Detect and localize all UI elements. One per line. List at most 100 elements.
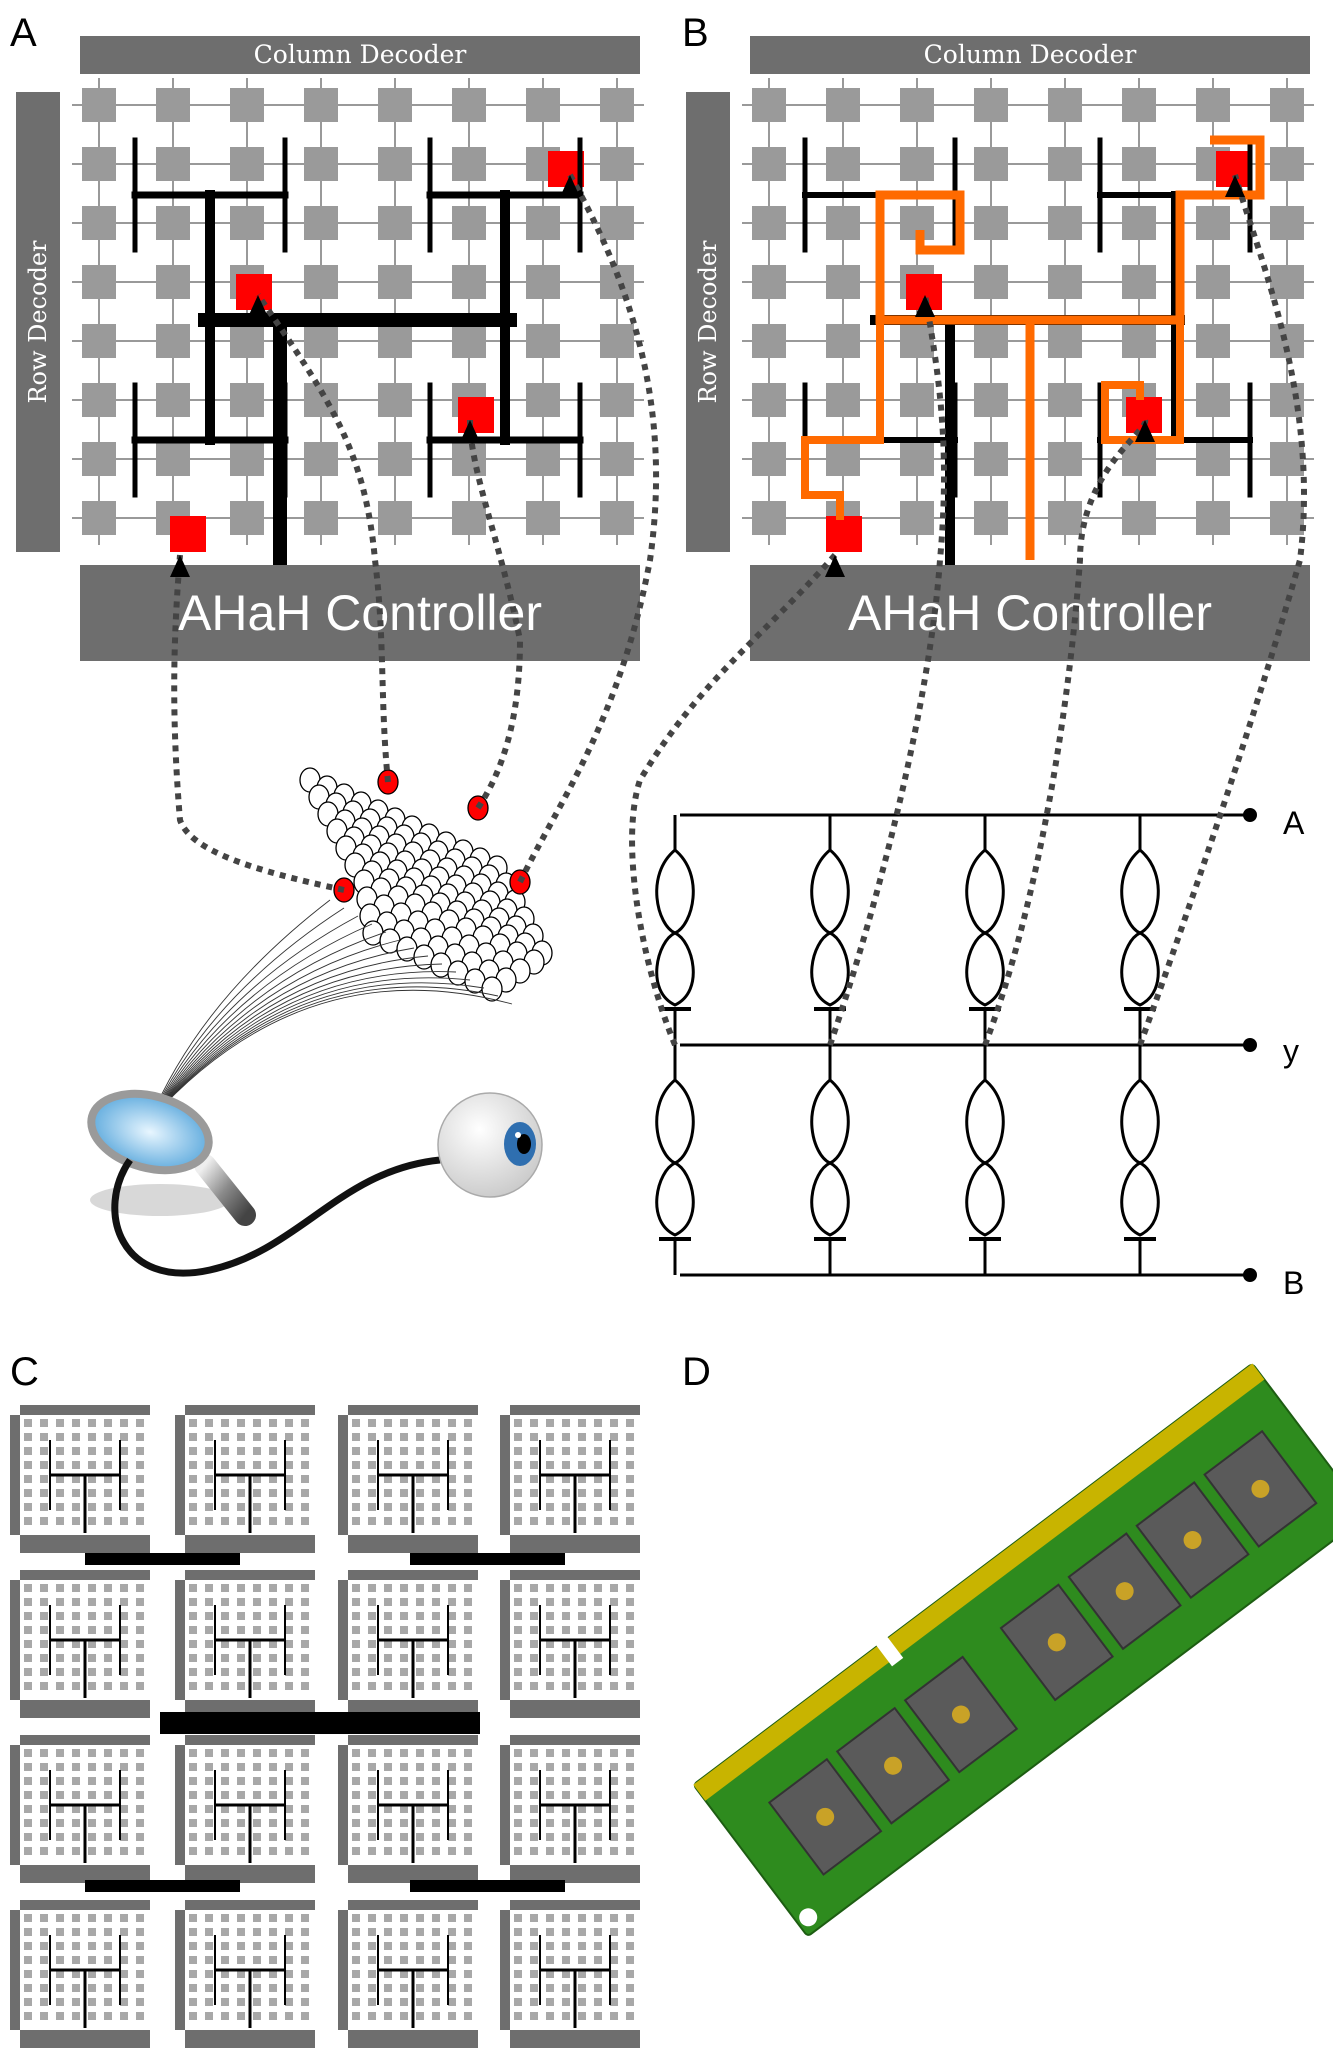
mini-cell bbox=[514, 1847, 522, 1855]
mini-cell bbox=[448, 1461, 456, 1469]
mini-cell bbox=[546, 1928, 554, 1936]
mini-cell bbox=[56, 1749, 64, 1757]
mini-cell bbox=[400, 1942, 408, 1950]
mini-cell bbox=[301, 1819, 309, 1827]
mini-cell bbox=[120, 1749, 128, 1757]
mapping-arrow bbox=[467, 419, 524, 810]
mini-cell bbox=[626, 1970, 634, 1978]
mini-cell bbox=[432, 1833, 440, 1841]
chip-logo bbox=[1251, 1479, 1270, 1498]
mini-cell bbox=[530, 1970, 538, 1978]
mini-cell bbox=[301, 1791, 309, 1799]
mini-cell bbox=[221, 1447, 229, 1455]
chip-logo bbox=[1047, 1633, 1066, 1652]
mini-cell bbox=[205, 1626, 213, 1634]
mini-cell bbox=[400, 1805, 408, 1813]
mini-cell bbox=[301, 1419, 309, 1427]
mini-cell bbox=[301, 1805, 309, 1813]
mini-cell bbox=[384, 1475, 392, 1483]
mini-cell bbox=[189, 1914, 197, 1922]
synapse-cell bbox=[1122, 88, 1156, 122]
synapse-cell bbox=[1048, 383, 1082, 417]
mini-cell bbox=[104, 1503, 112, 1511]
mini-cell bbox=[24, 1777, 32, 1785]
mini-cell bbox=[416, 1791, 424, 1799]
mini-cell bbox=[578, 1654, 586, 1662]
mini-cell bbox=[514, 1447, 522, 1455]
mini-cell bbox=[40, 1777, 48, 1785]
synapse-cell bbox=[304, 147, 338, 181]
mini-cell bbox=[24, 1668, 32, 1676]
mini-cell bbox=[530, 1489, 538, 1497]
mini-cell bbox=[205, 1970, 213, 1978]
mini-cell bbox=[136, 1503, 144, 1511]
mini-cell bbox=[104, 1626, 112, 1634]
mini-cell bbox=[269, 1654, 277, 1662]
mini-cell bbox=[546, 1640, 554, 1648]
mini-cell bbox=[120, 1626, 128, 1634]
mini-cell bbox=[626, 1626, 634, 1634]
mini-cell bbox=[56, 1584, 64, 1592]
mini-cell bbox=[514, 1749, 522, 1757]
interconnect-bus bbox=[410, 1880, 565, 1892]
mini-cell bbox=[514, 1928, 522, 1936]
mini-cell bbox=[301, 1503, 309, 1511]
mini-cell bbox=[136, 1749, 144, 1757]
synapse-cell bbox=[600, 324, 634, 358]
terminal-a-label: A bbox=[1283, 805, 1305, 841]
mini-cell bbox=[416, 1640, 424, 1648]
mini-cell bbox=[136, 1517, 144, 1525]
mini-cell bbox=[24, 1819, 32, 1827]
mini-cell bbox=[205, 1668, 213, 1676]
mini-cell bbox=[416, 1805, 424, 1813]
mini-cell bbox=[610, 1612, 618, 1620]
mini-cell bbox=[237, 1833, 245, 1841]
mini-cell bbox=[88, 1847, 96, 1855]
mini-cell bbox=[578, 1956, 586, 1964]
mini-cell bbox=[514, 1763, 522, 1771]
mini-cell bbox=[352, 1805, 360, 1813]
mini-cell bbox=[120, 1682, 128, 1690]
synapse-cell bbox=[752, 88, 786, 122]
mini-cell bbox=[136, 1612, 144, 1620]
mini-cell bbox=[368, 1626, 376, 1634]
mini-cell bbox=[253, 1984, 261, 1992]
mini-cell bbox=[546, 1970, 554, 1978]
synapse-cell bbox=[826, 383, 860, 417]
mini-cell bbox=[352, 1956, 360, 1964]
mini-cell bbox=[562, 1433, 570, 1441]
mini-cell bbox=[301, 1682, 309, 1690]
mini-column-decoder bbox=[348, 1570, 478, 1580]
mini-cell bbox=[72, 1626, 80, 1634]
mini-cell bbox=[301, 1942, 309, 1950]
mini-cell bbox=[400, 1914, 408, 1922]
mini-cell bbox=[384, 1584, 392, 1592]
mini-cell bbox=[432, 1970, 440, 1978]
mini-cell bbox=[610, 1956, 618, 1964]
mini-cell bbox=[104, 1654, 112, 1662]
ahah-controller-label: AHaH Controller bbox=[848, 585, 1212, 641]
synapse-cell bbox=[230, 206, 264, 240]
synapse-cell bbox=[1196, 501, 1230, 535]
mini-cell bbox=[88, 1626, 96, 1634]
mini-cell bbox=[189, 1517, 197, 1525]
mini-cell bbox=[546, 1763, 554, 1771]
synapse-cell bbox=[600, 265, 634, 299]
mini-cell bbox=[368, 1668, 376, 1676]
mini-cell bbox=[253, 1749, 261, 1757]
mini-cell bbox=[400, 1984, 408, 1992]
mini-cell bbox=[205, 1749, 213, 1757]
mini-cell bbox=[56, 1612, 64, 1620]
column-decoder-bar bbox=[80, 36, 640, 74]
mini-cell bbox=[40, 1998, 48, 2006]
mini-cell bbox=[384, 1928, 392, 1936]
mini-cell bbox=[237, 1489, 245, 1497]
main-interconnect-bus bbox=[160, 1712, 480, 1734]
mini-cell bbox=[24, 1584, 32, 1592]
mini-cell bbox=[104, 2012, 112, 2020]
mini-cell bbox=[448, 1626, 456, 1634]
mini-cell bbox=[432, 1654, 440, 1662]
h-tree-wires bbox=[131, 137, 584, 567]
mini-column-decoder bbox=[185, 1570, 315, 1580]
mini-cell bbox=[40, 1626, 48, 1634]
